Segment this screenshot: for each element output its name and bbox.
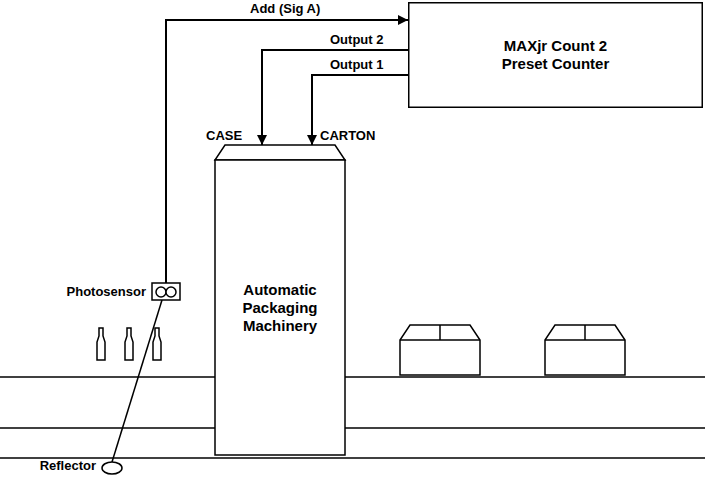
- signal-wire: [262, 50, 408, 145]
- reflector: Reflector: [102, 462, 122, 474]
- reflector-outline: [102, 462, 122, 474]
- conveyor-edge: [0, 376, 215, 378]
- photosensor-outline: [152, 283, 180, 300]
- signal-wire: [312, 75, 408, 145]
- machine-box: Automatic Packaging Machinery: [215, 145, 345, 455]
- signal-name: Add (Sig A): [250, 1, 320, 16]
- node-label: Automatic Packaging Machinery: [225, 281, 335, 335]
- bottle: [153, 328, 161, 360]
- bottle: [97, 328, 105, 360]
- light-beam: [112, 300, 162, 462]
- signal-name: Output 1: [330, 57, 383, 72]
- conveyor-edge: [0, 427, 705, 429]
- bottle: [125, 328, 133, 360]
- signal-name: CASE: [206, 128, 242, 143]
- carton: [400, 325, 480, 375]
- node-label: Reflector: [40, 458, 96, 474]
- node-label: MAXjr Count 2 Preset Counter: [486, 37, 626, 73]
- counter-box: MAXjr Count 2 Preset Counter: [408, 2, 703, 108]
- photosensor: Photosensor: [152, 283, 180, 300]
- node-label: Photosensor: [67, 284, 146, 300]
- signal-name: Output 2: [330, 32, 383, 47]
- carton: [545, 325, 625, 375]
- signal-name: CARTON: [320, 128, 375, 143]
- conveyor-edge: [0, 457, 705, 459]
- conveyor-edge: [345, 376, 705, 378]
